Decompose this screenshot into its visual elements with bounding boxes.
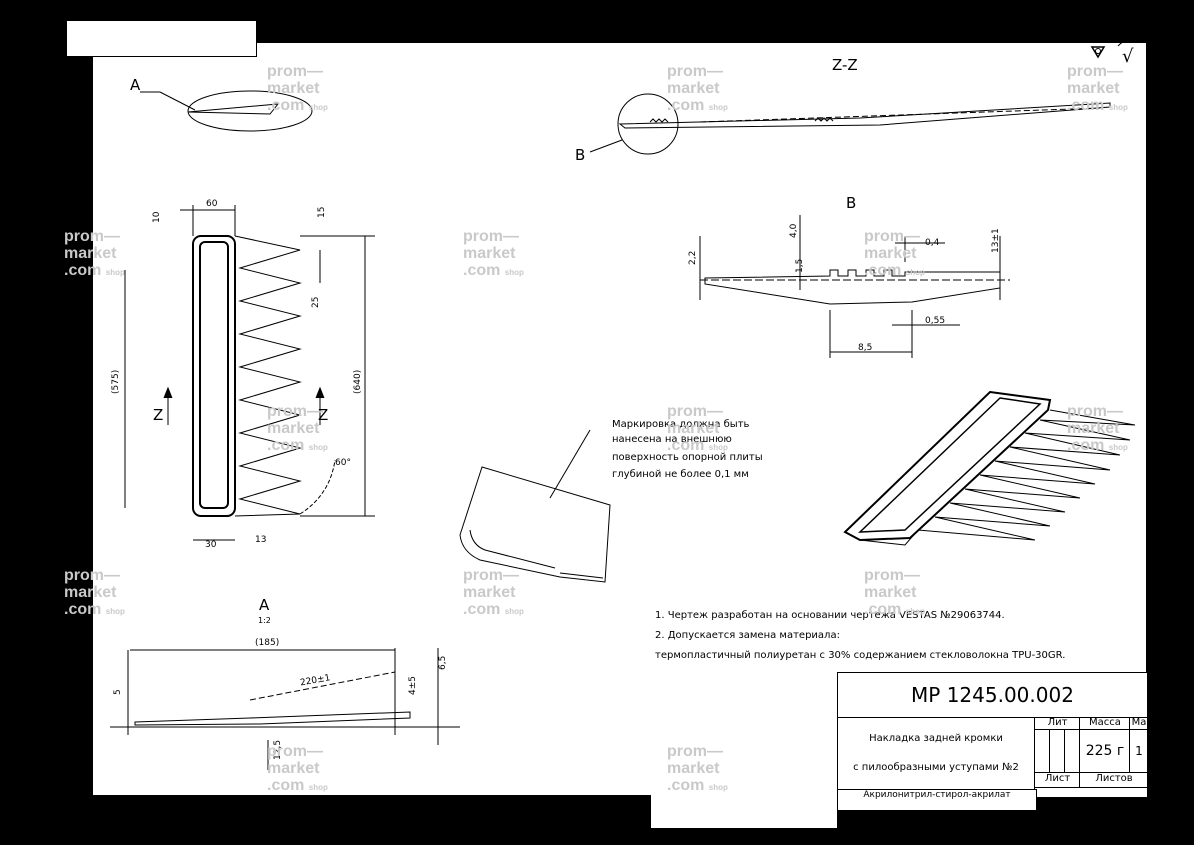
saw-teeth [234,235,302,517]
teeth-mid [814,117,834,122]
dim-40: 4,0 [789,223,799,238]
title-block: МР 1245.00.002 Накладка задней кромки с … [837,672,1148,811]
watermark: prom—market.com shop [667,743,728,794]
detail-circle-a [187,90,313,132]
detail-b-profile [704,269,1001,305]
dim-60: 60 [206,199,218,209]
label-a-top: A [130,76,141,94]
lit-cell-2 [1064,730,1065,772]
section-profile [618,102,1111,129]
note-1: 1. Чертеж разработан на основании чертеж… [655,610,1005,621]
bottom-extension [651,795,837,828]
dim-575: (575) [111,370,121,394]
plate-outer [192,235,236,517]
marking-note-3: поверхность опорной плиты [612,452,763,463]
watermark: prom—market.com shop [267,63,328,114]
roughness-triangle [1090,46,1106,59]
drawing-code: МР 1245.00.002 [838,673,1147,718]
dim-15: 15 [317,207,327,218]
dim-13: 13 [255,535,266,545]
watermark: prom—market.com shop [1067,403,1128,454]
dim-5: 5 [113,689,123,695]
teeth-left [649,118,669,123]
col-mass: Масса [1079,717,1130,730]
watermark: prom—market.com shop [667,403,728,454]
marking-note-1: Маркировка должна быть [612,419,750,430]
watermark: prom—market.com shop [463,228,524,279]
dim-45: 4±5 [408,676,418,695]
note-3: термопластичный полиуретан с 30% содержа… [655,650,1066,661]
sheet-label: Лист [1034,772,1080,788]
dim-055: 0,55 [925,316,945,326]
lit-cell-1 [1049,730,1050,772]
dim-04: 0,4 [925,238,940,248]
top-left-stamp [66,20,257,57]
plate-inner [199,241,229,509]
dim-640: (640) [353,370,363,394]
mass-value: 225 г [1079,730,1130,772]
label-b-callout: B [575,146,585,164]
dim-85: 8,5 [858,343,872,353]
dim-10: 10 [152,211,162,223]
material: Акрилонитрил-стирол-акрилат [837,789,1037,811]
watermark: prom—market.com shop [64,228,125,279]
view-a-title: A [259,596,270,614]
marking-note-4: глубиной не более 0,1 мм [612,469,749,480]
profile-a [187,103,280,115]
dim-15b: 1,5 [795,259,805,273]
dim-65: 6,5 [438,656,448,670]
part-name: Накладка задней кромки с пилообразными у… [838,717,1035,789]
dim-25: 25 [311,297,321,308]
dim-13b: 13±1 [991,228,1001,253]
col-lit: Лит [1034,717,1080,730]
detail-circle-b [617,93,679,155]
section-title: Z-Z [832,56,858,74]
watermark: prom—market.com shop [864,567,925,618]
note-2: 2. Допускается замена материала: [655,630,840,641]
marking-note-2: нанесена на внешнюю [612,434,732,445]
dim-125: 12,5 [273,740,283,760]
iso-teeth [859,409,1136,546]
watermark: prom—market.com shop [463,567,524,618]
iso-plate [843,390,1052,542]
watermark: prom—market.com shop [864,228,925,279]
dim-220: 220±1 [299,673,331,688]
dim-185: (185) [255,638,279,648]
sheets-label: Листов [1079,772,1148,788]
detail-b-title: B [846,194,856,212]
leader-a-2 [159,91,196,111]
view-a-profile [134,711,411,726]
marking-part [459,466,611,583]
view-a-scale: 1:2 [258,616,271,625]
dim-angle: 60° [335,458,351,468]
watermark: prom—market.com shop [1067,63,1128,114]
label-z-right: Z [318,406,328,424]
dim-30: 30 [205,540,217,550]
watermark: prom—market.com shop [667,63,728,114]
col-scale: Ма [1129,717,1148,730]
watermark: prom—market.com shop [267,403,328,454]
watermark: prom—market.com shop [64,567,125,618]
roughness-check: √ [1122,46,1134,67]
label-z-left: Z [153,406,163,424]
watermark: prom—market.com shop [267,743,328,794]
drawing-sheet [93,43,1146,795]
dim-22: 2,2 [688,251,698,265]
scale-value: 1 [1129,730,1148,772]
